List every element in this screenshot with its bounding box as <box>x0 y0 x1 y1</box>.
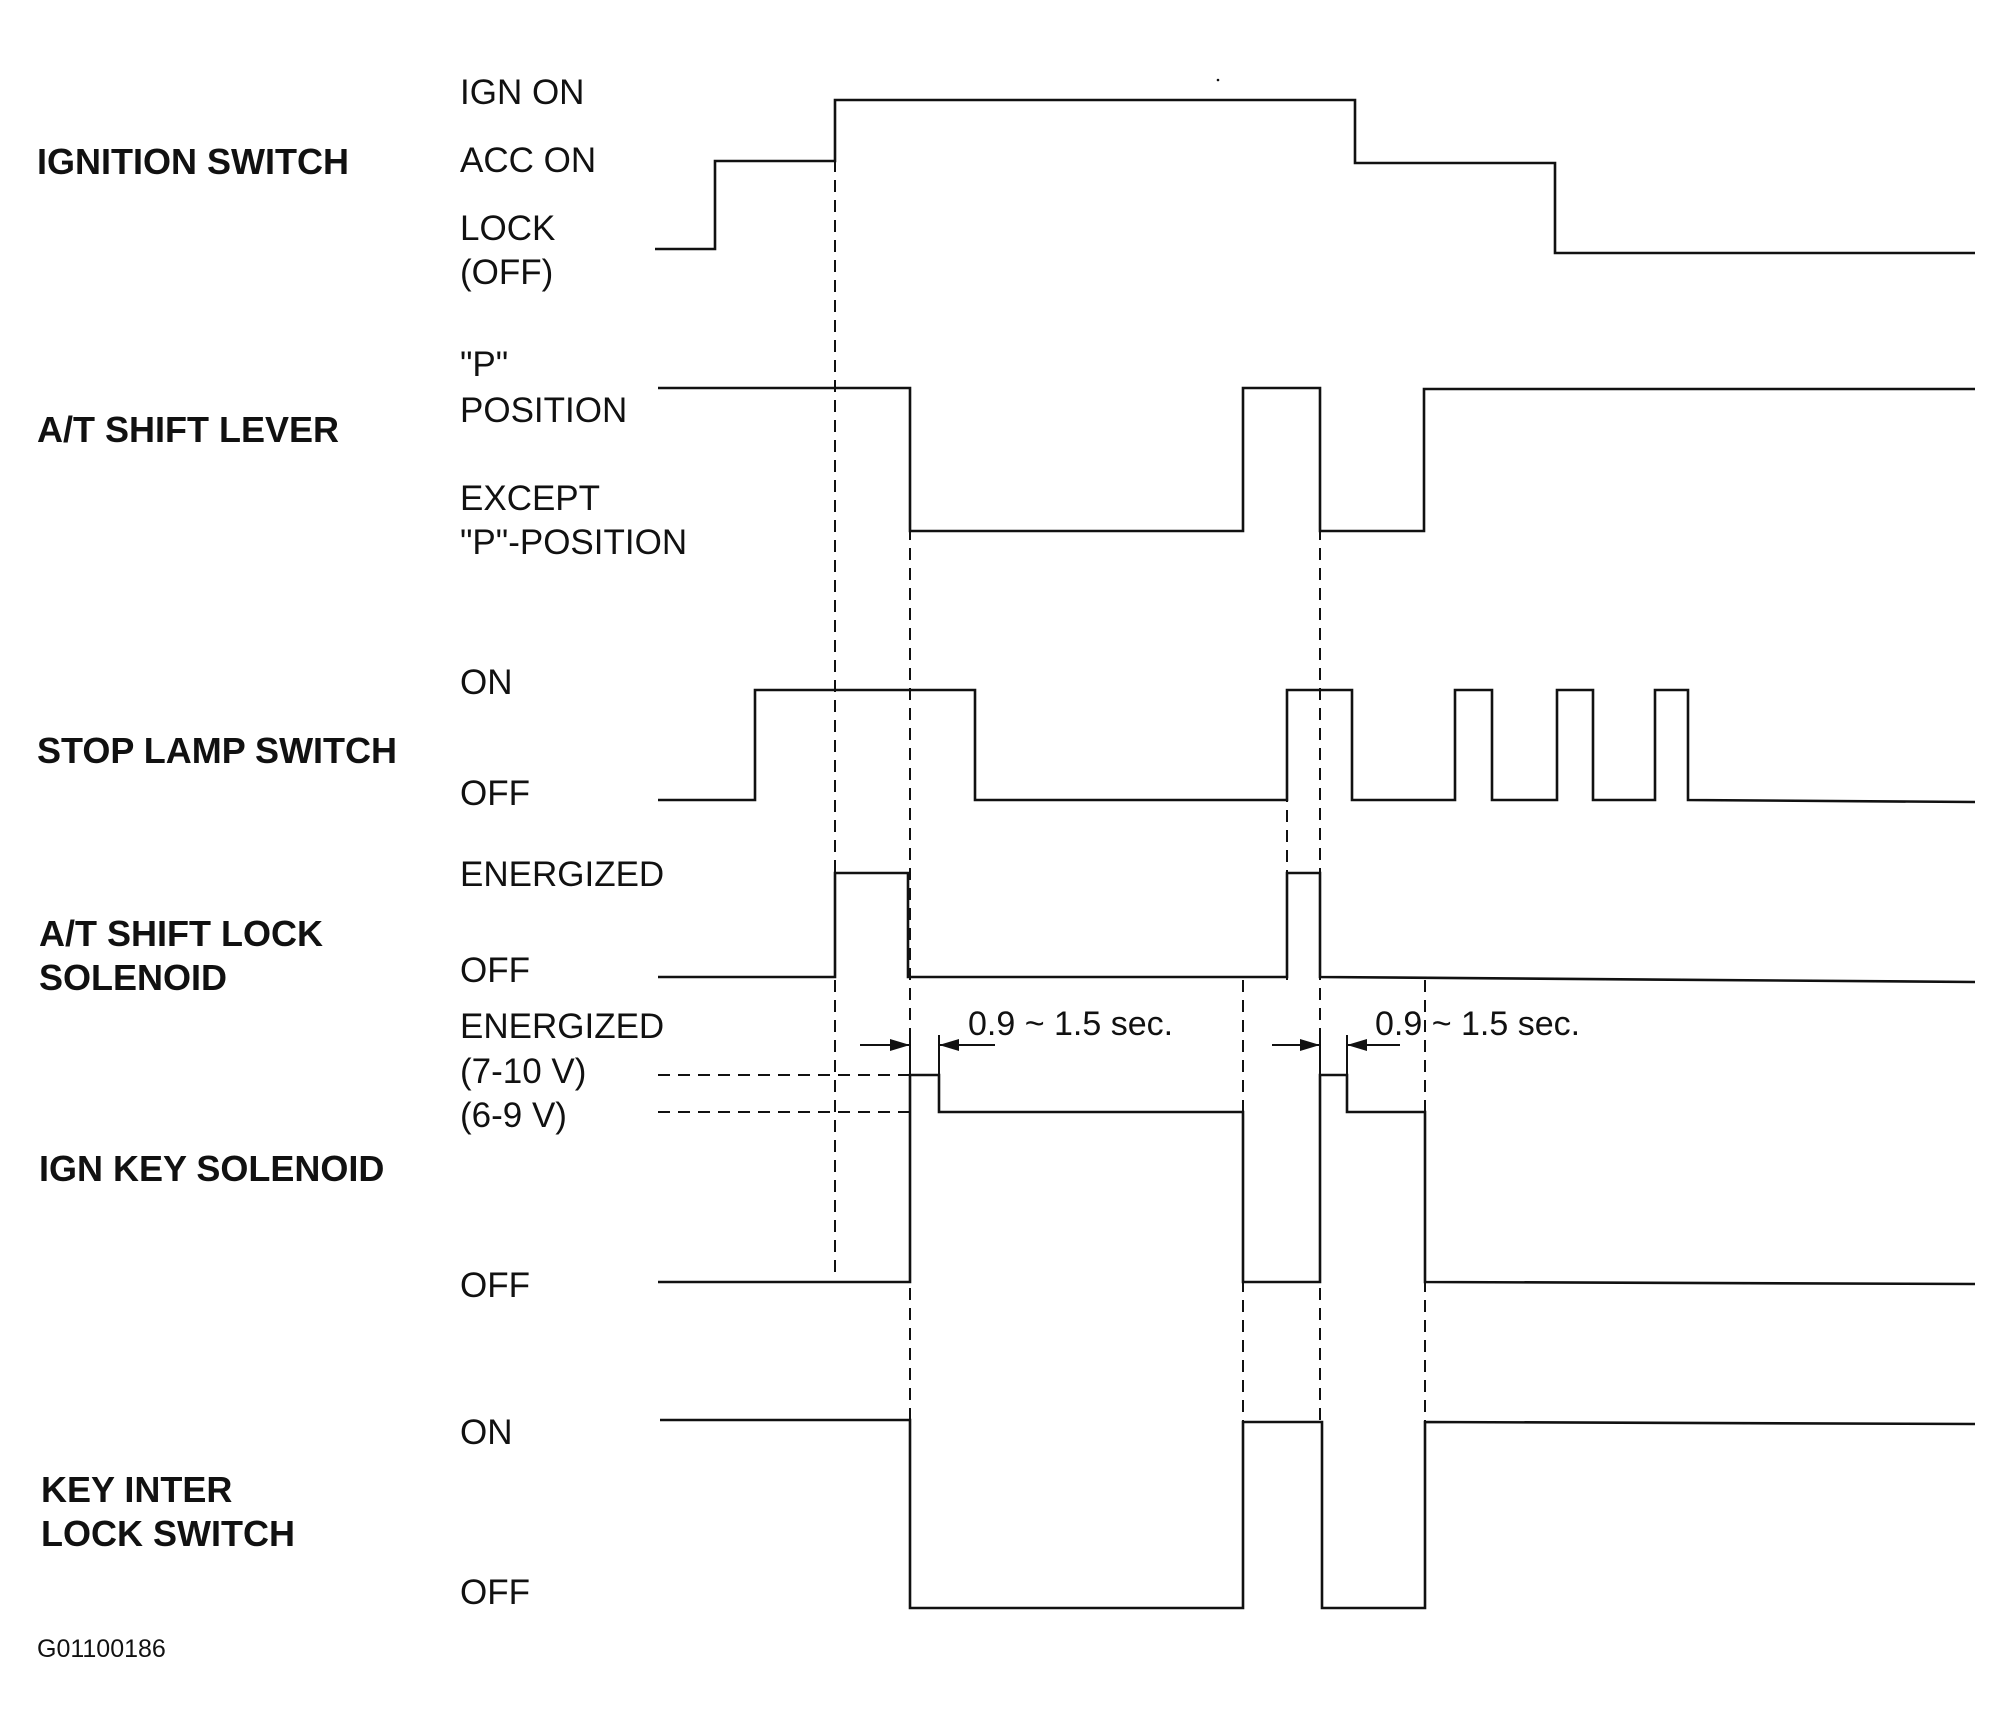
level-label-line: EXCEPT <box>460 479 600 518</box>
level-label-line: ACC ON <box>460 141 596 180</box>
level-label-line: LOCK <box>460 209 555 248</box>
level-label-off: OFF <box>460 951 530 990</box>
level-label-acc-on: ACC ON <box>460 141 596 180</box>
level-label-line: ON <box>460 1413 513 1452</box>
level-label-line: ENERGIZED <box>460 855 664 894</box>
level-label-off: OFF <box>460 1266 530 1305</box>
level-label-on: ON <box>460 663 513 702</box>
signal-name-line: KEY INTER <box>41 1469 232 1510</box>
figure-code: G01100186 <box>37 1635 166 1663</box>
level-labels: IGN ON ACC ON LOCK (OFF) "P" POSITION EX… <box>460 73 687 1612</box>
waveform-at-shift-lock-solenoid <box>658 871 1976 984</box>
dimension-marker-2 <box>1272 1035 1400 1075</box>
waveform-ignition-switch <box>655 98 1975 255</box>
level-label-ign-on: IGN ON <box>460 73 584 112</box>
timing-annotations: 0.9 ~ 1.5 sec. 0.9 ~ 1.5 sec. <box>968 1005 1580 1043</box>
waveform-ign-key-solenoid <box>658 1073 1976 1286</box>
signal-name-ign-key-solenoid: IGN KEY SOLENOID <box>39 1148 384 1189</box>
level-label-energized-voltages: ENERGIZED (7-10 V) (6-9 V) <box>460 1007 674 1135</box>
level-label-lock-off: LOCK (OFF) <box>460 209 565 292</box>
signal-name-line: LOCK SWITCH <box>41 1513 295 1554</box>
arrow-left-icon <box>1347 1039 1367 1051</box>
signal-name-line: SOLENOID <box>39 957 227 998</box>
signal-names: IGNITION SWITCH A/T SHIFT LEVER STOP LAM… <box>37 141 397 1554</box>
waveform-at-shift-lever <box>658 386 1975 533</box>
level-label-line: ENERGIZED <box>460 1007 664 1046</box>
level-label-off: OFF <box>460 774 530 813</box>
voltage-reference-lines <box>658 1074 910 1113</box>
level-label-line: OFF <box>460 1573 530 1612</box>
level-label-p-position: "P" POSITION <box>460 345 627 430</box>
signal-name-line: STOP LAMP SWITCH <box>37 730 397 771</box>
waveforms <box>655 98 1976 1610</box>
signal-name-at-shift-lever: A/T SHIFT LEVER <box>37 409 339 450</box>
arrow-right-icon <box>1300 1039 1320 1051</box>
level-label-line: POSITION <box>460 391 627 430</box>
signal-name-line: A/T SHIFT LOCK <box>39 913 323 954</box>
level-label-line: OFF <box>460 1266 530 1305</box>
level-label-except-p-position: EXCEPT "P"-POSITION <box>460 479 687 562</box>
level-label-line: (6-9 V) <box>460 1096 567 1135</box>
signal-name-stop-lamp-switch: STOP LAMP SWITCH <box>37 730 397 771</box>
level-label-line: OFF <box>460 951 530 990</box>
level-label-line: OFF <box>460 774 530 813</box>
waveform-key-interlock-switch <box>660 1418 1976 1610</box>
level-label-line: ON <box>460 663 513 702</box>
delay-annotation-1: 0.9 ~ 1.5 sec. <box>968 1005 1173 1043</box>
level-label-line: "P" <box>460 345 508 384</box>
signal-name-line: A/T SHIFT LEVER <box>37 409 339 450</box>
dimension-marker-1 <box>860 1035 995 1075</box>
signal-name-ignition-switch: IGNITION SWITCH <box>37 141 349 182</box>
arrow-left-icon <box>939 1039 959 1051</box>
signal-name-line: IGN KEY SOLENOID <box>39 1148 384 1189</box>
stray-dot <box>1216 78 1220 82</box>
signal-name-at-shift-lock-solenoid: A/T SHIFT LOCK SOLENOID <box>39 913 333 998</box>
level-label-line: (7-10 V) <box>460 1052 586 1091</box>
delay-annotation-2: 0.9 ~ 1.5 sec. <box>1375 1005 1580 1043</box>
level-label-off: OFF <box>460 1573 530 1612</box>
level-label-line: "P"-POSITION <box>460 523 687 562</box>
level-label-line: (OFF) <box>460 253 553 292</box>
signal-name-key-interlock-switch: KEY INTER LOCK SWITCH <box>41 1469 295 1554</box>
waveform-stop-lamp-switch <box>658 688 1976 804</box>
signal-name-line: IGNITION SWITCH <box>37 141 349 182</box>
level-label-on: ON <box>460 1413 513 1452</box>
guide-lines <box>834 100 1426 1422</box>
level-label-line: IGN ON <box>460 73 584 112</box>
level-label-energized: ENERGIZED <box>460 855 664 894</box>
arrow-right-icon <box>890 1039 910 1051</box>
